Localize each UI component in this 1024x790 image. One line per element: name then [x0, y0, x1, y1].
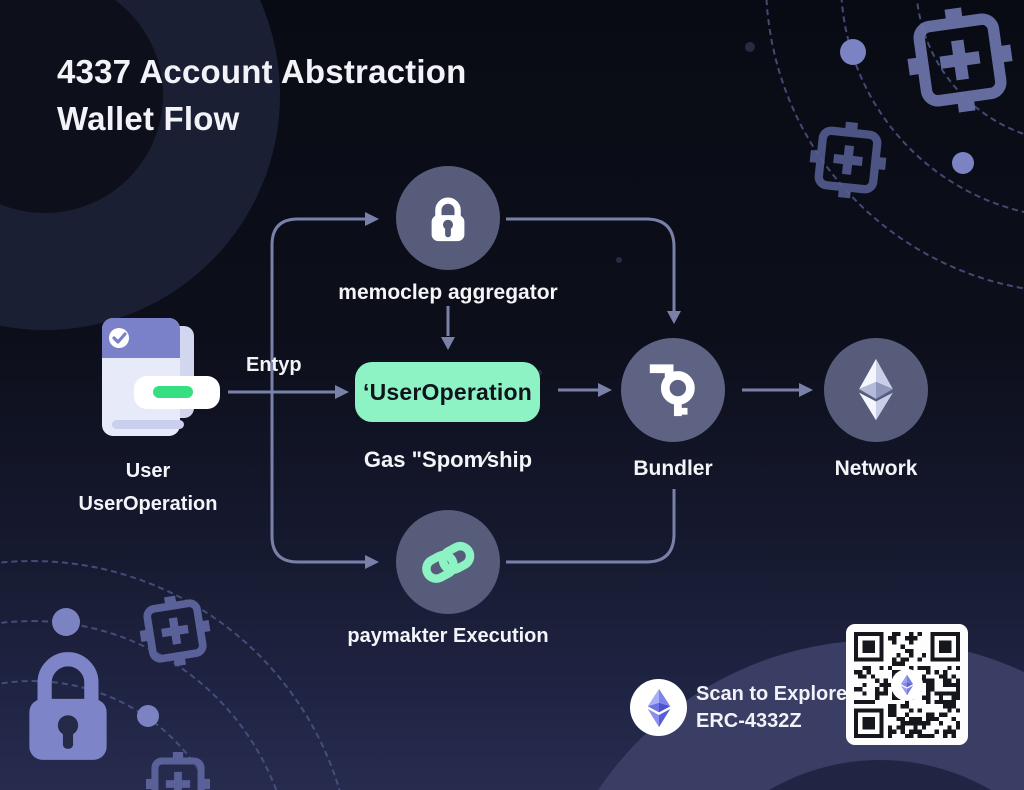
aggregator-node-label: memoclep aggregator: [338, 281, 558, 304]
footer-ethereum-badge: [630, 679, 687, 736]
edge-branch-to-paymaster: [270, 392, 365, 564]
network-node: [824, 338, 928, 442]
entrypoint-edge-label: Entyp: [246, 354, 302, 376]
orbit-dot: [840, 39, 866, 65]
arrowhead: [598, 383, 612, 397]
useroperation-box: ‘UserOperation: [355, 362, 540, 422]
footer-text-line2: ERC-4332Z: [696, 710, 802, 732]
orbit-dot: [952, 152, 974, 174]
bg-star: [537, 370, 542, 375]
network-node-label: Network: [834, 457, 918, 480]
paymaster-node-label: paymakter Execution: [347, 625, 549, 647]
chip-plus-icon: [901, 1, 1018, 118]
qr-center-ethereum-icon: [891, 668, 923, 701]
orbit-dot: [137, 705, 159, 727]
page-title-line1: 4337 Account Abstraction: [57, 53, 467, 90]
useroperation-box-label: ‘UserOperation: [363, 378, 532, 405]
arrowhead: [335, 385, 349, 399]
bg-star: [616, 257, 622, 263]
gas-sponsorship-label: Gas "Spom∕ship: [363, 447, 533, 472]
chain-link-icon: [422, 541, 475, 583]
arrowhead: [667, 311, 681, 324]
arrowhead: [365, 555, 379, 569]
ethereum-icon: [647, 688, 670, 727]
bundler-node-label: Bundler: [633, 457, 713, 480]
orbit-dot: [52, 608, 80, 636]
arrowhead: [799, 383, 813, 397]
ethereum-icon: [859, 358, 893, 421]
key-icon: [649, 364, 695, 417]
edge-paymaster-to-bundler: [506, 489, 676, 564]
user-node-label-line1: User: [125, 460, 171, 482]
arrowhead: [441, 337, 455, 350]
page-title-line2: Wallet Flow: [57, 100, 240, 137]
paymaster-node: [396, 510, 500, 614]
chip-plus-icon: [135, 591, 215, 671]
chip-plus-icon: [806, 118, 890, 202]
wallet-card-icon: [98, 314, 228, 440]
arrowhead: [365, 212, 379, 226]
qr-code: [846, 624, 968, 745]
bg-star: [745, 42, 755, 52]
chip-plus-icon: [146, 752, 210, 790]
decorative-lock-icon: [22, 642, 114, 764]
bundler-node: [621, 338, 725, 442]
aggregator-node: [396, 166, 500, 270]
lock-icon: [431, 197, 465, 242]
user-node-label-line2: UserOperation: [78, 493, 218, 515]
footer-text-line1: Scan to Explore: [696, 683, 848, 705]
page-title: 4337 Account Abstraction Wallet Flow: [57, 48, 466, 142]
